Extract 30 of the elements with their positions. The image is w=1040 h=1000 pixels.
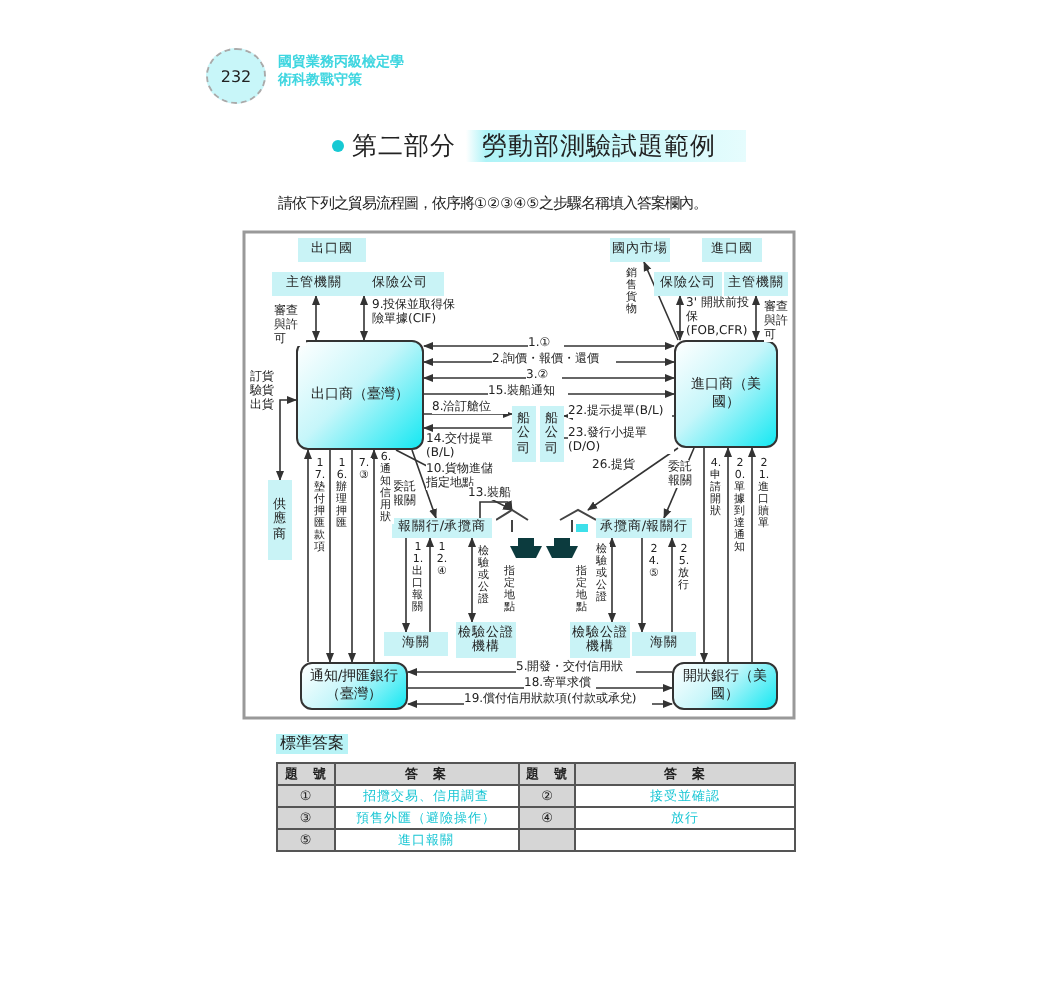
arrow	[724, 447, 732, 663]
arrow	[676, 295, 684, 341]
arrow	[468, 537, 476, 623]
ship-drawing	[496, 508, 596, 560]
arrow	[608, 537, 616, 623]
page-number-badge: 232	[206, 48, 266, 104]
arrow	[700, 447, 708, 663]
arrow	[638, 537, 646, 633]
title-banner: 第二部分 勞動部測驗試題範例	[346, 130, 746, 162]
arrow	[402, 537, 410, 633]
arrow	[643, 261, 679, 341]
arrow	[423, 424, 513, 432]
arrow	[587, 447, 679, 511]
arrow	[276, 396, 297, 481]
arrow	[423, 374, 675, 382]
arrow	[312, 295, 320, 341]
arrow	[752, 295, 760, 341]
arrow	[423, 342, 675, 350]
arrow	[668, 537, 676, 633]
arrow	[326, 449, 334, 663]
arrow	[304, 449, 312, 663]
arrow	[748, 447, 756, 663]
arrow	[423, 410, 513, 418]
arrow	[426, 537, 434, 633]
section-heading: 標準答案	[276, 734, 348, 754]
arrow	[411, 449, 437, 519]
arrow	[479, 500, 513, 519]
arrow	[370, 449, 378, 663]
arrow	[348, 449, 356, 663]
arrow	[360, 295, 368, 341]
